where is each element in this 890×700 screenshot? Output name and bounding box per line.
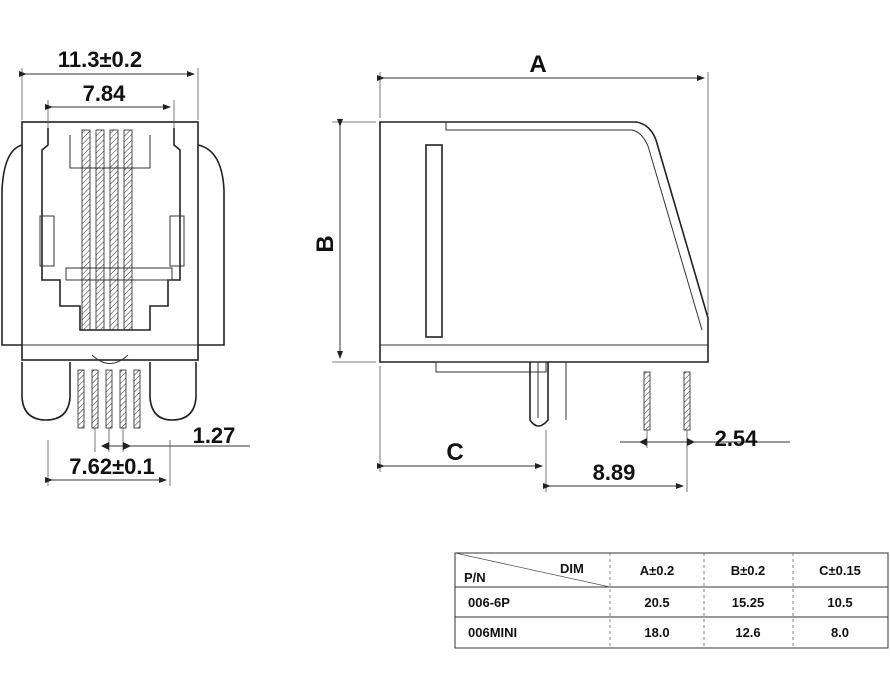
side-body — [379, 121, 709, 363]
table-cell: 10.5 — [827, 595, 852, 610]
right-ear — [197, 144, 225, 346]
left-post — [21, 362, 71, 421]
table-cell: 12.6 — [735, 625, 760, 640]
table-cell: 20.5 — [644, 595, 669, 610]
side-pin — [643, 371, 651, 431]
col-a-header: A±0.2 — [640, 563, 675, 578]
offset-label: C — [446, 439, 463, 466]
height-label: B — [312, 235, 339, 252]
col-c-header: C±0.15 — [819, 563, 861, 578]
col-b-header: B±0.2 — [731, 563, 766, 578]
dimension-table: P/N DIM A±0.2 B±0.2 C±0.15 006-6P 20.5 1… — [454, 552, 889, 649]
front-view: 11.3±0.2 7.84 1.27 7.62±0.1 — [1, 47, 250, 486]
pcb-pins — [77, 369, 141, 429]
left-ear — [1, 144, 23, 346]
row-pn: 006-6P — [468, 595, 510, 610]
front-body — [21, 121, 199, 361]
pitch-dimension: 1.27 — [193, 423, 236, 448]
table-cell: 18.0 — [644, 625, 669, 640]
table-cell: 15.25 — [732, 595, 765, 610]
header-pn: P/N — [464, 570, 486, 585]
contact-blades — [81, 129, 133, 331]
header-dim: DIM — [560, 561, 584, 576]
latch-slot — [425, 144, 443, 338]
pin-span-dimension: 7.62±0.1 — [69, 454, 154, 479]
width-dimension: 11.3±0.2 — [58, 47, 142, 72]
row-pn: 006MINI — [468, 625, 517, 640]
length-label: A — [529, 51, 546, 78]
mount-post — [529, 362, 549, 427]
side-pin — [683, 371, 691, 431]
right-post — [149, 362, 197, 421]
opening-dimension: 7.84 — [83, 81, 127, 106]
table-cell: 8.0 — [831, 625, 849, 640]
pin-offset-dimension: 8.89 — [593, 460, 636, 485]
side-view: A B C 2.54 8.89 — [312, 51, 790, 492]
pin-spacing-dimension: 2.54 — [715, 426, 759, 451]
